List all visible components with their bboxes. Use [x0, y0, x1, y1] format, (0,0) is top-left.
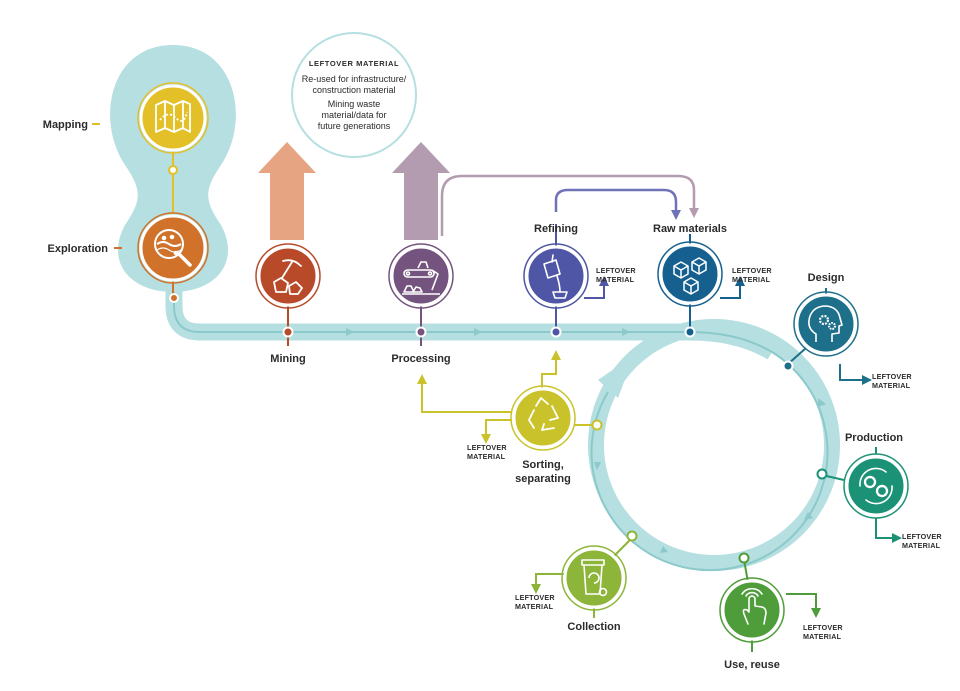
collection-label: Collection [567, 621, 620, 633]
hand-touch-icon [741, 587, 767, 625]
recycle-icon [528, 397, 559, 431]
track-arrow [804, 512, 813, 520]
raw-leftover-arrowhead [735, 276, 745, 286]
gears-cycle-icon [859, 467, 893, 505]
use-leftover-arrowhead [811, 608, 821, 618]
crucible-icon [543, 254, 568, 299]
svg-text:LEFTOVER: LEFTOVER [596, 266, 636, 275]
svg-text:LEFTOVER: LEFTOVER [902, 532, 942, 541]
stage-refining[interactable] [523, 243, 589, 309]
stage-mining[interactable] [255, 243, 321, 309]
cubes-icon [673, 257, 707, 295]
note-line: construction material [312, 85, 395, 95]
collection-leftover-arrowhead [531, 584, 541, 594]
use-reuse-label: Use, reuse [724, 659, 780, 671]
recycle-bin-icon [581, 559, 608, 597]
note-line: future generations [318, 121, 391, 131]
leftover-label-design: LEFTOVER MATERIAL [872, 372, 912, 390]
leftover-label-refining: LEFTOVER MATERIAL [596, 266, 636, 284]
processing-to-raw-arrowhead [689, 208, 699, 218]
stage-processing[interactable] [388, 243, 454, 309]
svg-text:LEFTOVER: LEFTOVER [515, 593, 555, 602]
mining-label: Mining [270, 353, 305, 365]
processing-leftover-arrow [392, 142, 450, 240]
mapping-label: Mapping [43, 119, 88, 131]
loop-track-line [590, 351, 829, 572]
track-arrow [594, 462, 601, 470]
leftover-label-raw-materials: LEFTOVER MATERIAL [732, 266, 772, 284]
leftover-label-use: LEFTOVER MATERIAL [803, 623, 843, 641]
leftover-label-collection: LEFTOVER MATERIAL [515, 593, 555, 611]
refining-to-raw-arrowhead [671, 210, 681, 220]
production-leftover-arrowhead [892, 533, 902, 543]
leftover-label-sorting: LEFTOVER MATERIAL [467, 443, 507, 461]
leftover-label-production: LEFTOVER MATERIAL [902, 532, 942, 550]
track-arrow [622, 328, 630, 336]
track-arrow [660, 546, 668, 553]
note-line: Mining waste [328, 99, 381, 109]
svg-text:MATERIAL: MATERIAL [872, 381, 911, 390]
conveyor-icon [402, 261, 440, 295]
leftover-arrows [535, 284, 894, 610]
sorting-to-refining-arrowhead [551, 350, 561, 360]
stage-mapping[interactable] [137, 82, 209, 154]
pickaxe-icon [273, 259, 303, 295]
sorting-label-line2: separating [515, 473, 571, 485]
process-track [110, 45, 840, 572]
production-label: Production [845, 432, 903, 444]
svg-text:MATERIAL: MATERIAL [467, 452, 506, 461]
refining-leftover-arrowhead [599, 276, 609, 286]
design-label: Design [808, 272, 845, 284]
svg-text:MATERIAL: MATERIAL [732, 275, 771, 284]
svg-text:LEFTOVER: LEFTOVER [467, 443, 507, 452]
processing-label: Processing [391, 353, 450, 365]
sorting-to-processing-arrowhead [417, 374, 427, 384]
stage-exploration[interactable] [137, 212, 209, 284]
track-arrow [346, 328, 354, 336]
stage-raw-materials[interactable] [657, 241, 723, 307]
processing-to-raw-line [440, 174, 696, 236]
refining-to-raw-line [554, 188, 678, 212]
sorting-leftover-arrowhead [481, 434, 491, 444]
svg-text:LEFTOVER: LEFTOVER [732, 266, 772, 275]
svg-text:MATERIAL: MATERIAL [596, 275, 635, 284]
raw-materials-label: Raw materials [653, 223, 727, 235]
note-line: Re-used for infrastructure/ [302, 74, 407, 84]
head-gears-icon [808, 305, 843, 342]
svg-text:MATERIAL: MATERIAL [902, 541, 941, 550]
design-leftover-arrowhead [862, 375, 872, 385]
stage-design[interactable] [793, 291, 859, 357]
svg-text:LEFTOVER: LEFTOVER [872, 372, 912, 381]
stage-use-reuse[interactable] [719, 577, 785, 643]
note-line: material/data for [321, 110, 386, 120]
loop-arrow-head [598, 355, 634, 398]
stage-collection[interactable] [561, 545, 627, 611]
stage-sorting[interactable] [510, 385, 576, 451]
note-title: LEFTOVER MATERIAL [309, 59, 399, 68]
magnifier-icon [154, 229, 192, 267]
sorting-label-line1: Sorting, [522, 459, 564, 471]
stage-production[interactable] [843, 453, 909, 519]
svg-text:MATERIAL: MATERIAL [803, 632, 842, 641]
mining-leftover-arrow [258, 142, 316, 240]
exploration-label: Exploration [47, 243, 108, 255]
map-icon [155, 100, 191, 133]
refining-label: Refining [534, 223, 578, 235]
svg-text:LEFTOVER: LEFTOVER [803, 623, 843, 632]
svg-text:MATERIAL: MATERIAL [515, 602, 554, 611]
track-arrow [818, 398, 826, 407]
track-arrow [474, 328, 482, 336]
loop-track [588, 319, 840, 571]
connectors [92, 123, 877, 652]
leftover-note: LEFTOVER MATERIAL Re-used for infrastruc… [291, 32, 417, 158]
